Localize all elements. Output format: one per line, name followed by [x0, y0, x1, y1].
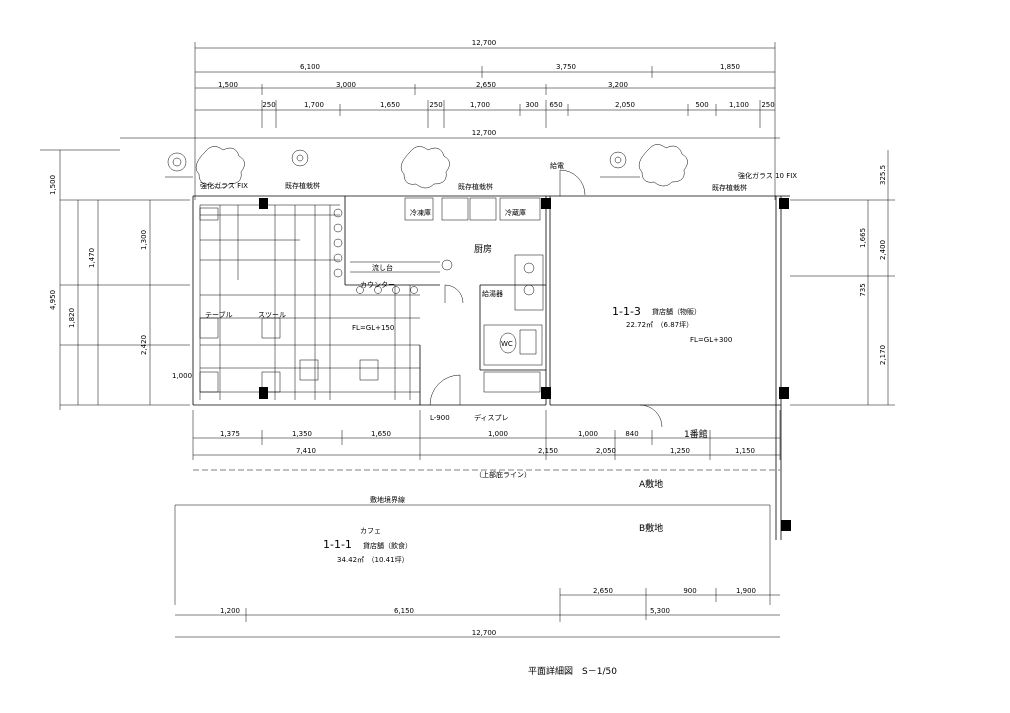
shop-1-id: 1-1-1 [323, 538, 352, 551]
dim-bot-2c: 2,050 [596, 447, 616, 455]
bottom-dimension-lines-lower [175, 588, 780, 638]
wc-room [483, 324, 543, 366]
mech-label: 給電 [550, 161, 564, 170]
dim-top-4f: 300 [525, 101, 538, 109]
planter-label-left: 既存植栽桝 [285, 181, 320, 190]
dim-top-4g: 650 [549, 101, 562, 109]
kitchen-label: 厨房 [474, 243, 492, 255]
dim-bot-overall: 12,700 [472, 629, 497, 637]
wc-label: WC [501, 340, 513, 348]
dim-left-a: 1,500 [49, 175, 57, 195]
stool-label: スツール [258, 311, 286, 319]
dim-top-4i: 500 [695, 101, 708, 109]
dim-right-c: 2,170 [879, 345, 887, 365]
dim-top-4a: 250 [262, 101, 275, 109]
dim-top-4e: 1,700 [470, 101, 490, 109]
dim-bot-1c: 1,650 [371, 430, 391, 438]
dim-top-4h: 2,050 [615, 101, 635, 109]
dim-bot-1e: 1,000 [578, 430, 598, 438]
water-heater-label: 給湯器 [482, 289, 503, 298]
dim-left-g: 1,000 [172, 372, 192, 380]
sink-label: 流し台 [372, 263, 393, 272]
fridge-label: 冷蔵庫 [505, 208, 526, 217]
dim-top-2c: 1,850 [720, 63, 740, 71]
tree-symbols [165, 144, 688, 189]
dim-top-2b: 3,750 [556, 63, 576, 71]
dim-top-4c: 1,650 [380, 101, 400, 109]
shop-3-name: 貸店舗（物販） [652, 307, 701, 316]
dim-top-3a: 1,500 [218, 81, 238, 89]
counter-label: カウンター [360, 280, 395, 289]
lot-a-label: A敷地 [639, 478, 663, 490]
shop-1-area: 34.42㎡ （10.41坪） [337, 556, 409, 564]
shop-1-name: 貸店舗（飲食） [363, 541, 412, 550]
dim-bot-4c: 5,300 [650, 607, 670, 615]
dim-left-e: 1,820 [68, 308, 76, 328]
dim-bot-3c: 1,900 [736, 587, 756, 595]
dim-bot-2b: 2,150 [538, 447, 558, 455]
columns [259, 198, 791, 531]
left-dimension-lines: 1,500 4,950 1,300 1,470 1,820 2,420 1,00… [40, 149, 192, 410]
dim-top-4j: 1,100 [729, 101, 749, 109]
dim-right-b: 2,400 [879, 240, 887, 260]
dim-top-4k: 250 [761, 101, 774, 109]
display-label: ディスプレ [474, 413, 509, 422]
right-dimension-lines: 1,665 2,400 2,170 325.5 735 [790, 150, 895, 406]
dim-bot-2e: 1,150 [735, 447, 755, 455]
dim-bot-3a: 2,650 [593, 587, 613, 595]
dim-overall-top: 12,700 [472, 39, 497, 47]
dim-bot-2a: 7,410 [296, 447, 316, 455]
boundary-label: 敷地境界線 [370, 495, 405, 504]
table-label: テーブル [205, 310, 233, 319]
door-label: L-900 [430, 414, 450, 422]
planter-label-right: 既存植栽桝 [712, 183, 747, 192]
fl-label-cafe: FL=GL+150 [352, 324, 394, 332]
lot-b-label: B敷地 [639, 522, 663, 534]
dim-top-5: 12,700 [472, 129, 497, 137]
dim-top-3d: 3,200 [608, 81, 628, 89]
shop-3-area: 22.72㎡ （6.87坪） [626, 321, 693, 329]
dim-left-b: 4,950 [49, 290, 57, 310]
planter-label-mid: 既存植栽桝 [458, 182, 493, 191]
dim-bot-4b: 6,150 [394, 607, 414, 615]
freezer-label: 冷凍庫 [410, 208, 431, 217]
cafe-seating-area [199, 204, 420, 400]
dim-left-c: 1,300 [140, 230, 148, 250]
dim-bot-4a: 1,200 [220, 607, 240, 615]
dim-top-2a: 6,100 [300, 63, 320, 71]
building-1-label: 1番館 [684, 428, 708, 440]
dim-bot-1f: 840 [625, 430, 638, 438]
dim-top-3c: 2,650 [476, 81, 496, 89]
shop-3-floor: FL=GL+300 [690, 336, 732, 344]
sash-label-left: 強化ガラス FIX [200, 181, 248, 190]
dim-bot-1a: 1,375 [220, 430, 240, 438]
bottom-dimension-lines [192, 410, 781, 460]
drawing-title: 平面詳細図 S－1/50 [528, 665, 617, 677]
dim-bot-2d: 1,250 [670, 447, 690, 455]
dim-top-4d: 250 [429, 101, 442, 109]
kitchen-fixtures [350, 197, 544, 311]
dim-right-d: 325.5 [879, 165, 887, 185]
dim-top-4b: 1,700 [304, 101, 324, 109]
entrance-doors [429, 169, 663, 428]
dim-bot-1b: 1,350 [292, 430, 312, 438]
top-dimension-lines: 12,700 6,100 3,750 1,850 1,500 3,000 2,6… [120, 39, 780, 200]
building-walls [192, 195, 790, 540]
shop-1-use: カフェ [360, 527, 381, 535]
shop-3-id: 1-1-3 [612, 305, 641, 318]
lot-boundary [174, 504, 771, 605]
dim-bot-3b: 900 [683, 587, 696, 595]
dim-left-f: 2,420 [140, 335, 148, 355]
dim-bot-1d: 1,000 [488, 430, 508, 438]
dim-left-d: 1,470 [88, 248, 96, 268]
sash-label-right: 強化ガラス 10 FIX [738, 171, 797, 180]
dim-right-e: 735 [859, 283, 867, 296]
dim-top-3b: 3,000 [336, 81, 356, 89]
setback-label: （上部庇ライン） [475, 470, 531, 479]
dim-right-a: 1,665 [859, 228, 867, 248]
